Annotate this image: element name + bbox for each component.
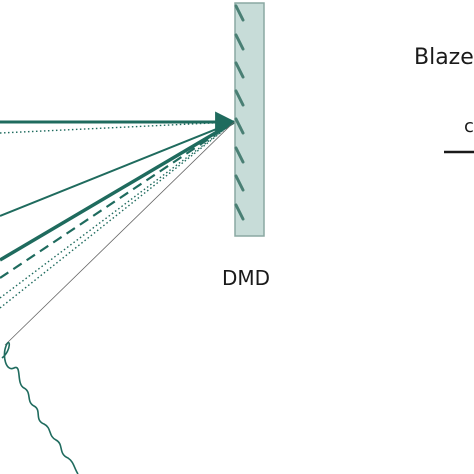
micromirror xyxy=(234,203,245,221)
dotted-beam-upper xyxy=(0,121,235,134)
blaze-symbol: c xyxy=(464,116,474,137)
blaze-label: Blaze xyxy=(414,45,474,70)
diffracted-beam-solid-thick xyxy=(0,120,235,262)
micromirror xyxy=(234,117,245,135)
dmd-device xyxy=(234,2,265,237)
fiber-cable xyxy=(1,341,79,474)
micromirror xyxy=(234,4,245,22)
micromirror xyxy=(234,61,245,79)
diffracted-beam-solid-thin xyxy=(0,121,235,217)
beam-group xyxy=(0,111,237,346)
micromirror-array xyxy=(234,4,245,221)
dmd-panel xyxy=(234,2,265,237)
dmd-label: DMD xyxy=(222,266,270,290)
micromirror xyxy=(234,146,245,164)
dotted-beam-lower xyxy=(0,121,235,309)
micromirror xyxy=(234,33,245,51)
grey-thin-beam xyxy=(4,121,235,346)
diffracted-beam-dashed xyxy=(0,121,235,279)
dotted-beam-mid xyxy=(0,121,235,299)
micromirror xyxy=(234,89,245,107)
micromirror xyxy=(234,174,245,192)
